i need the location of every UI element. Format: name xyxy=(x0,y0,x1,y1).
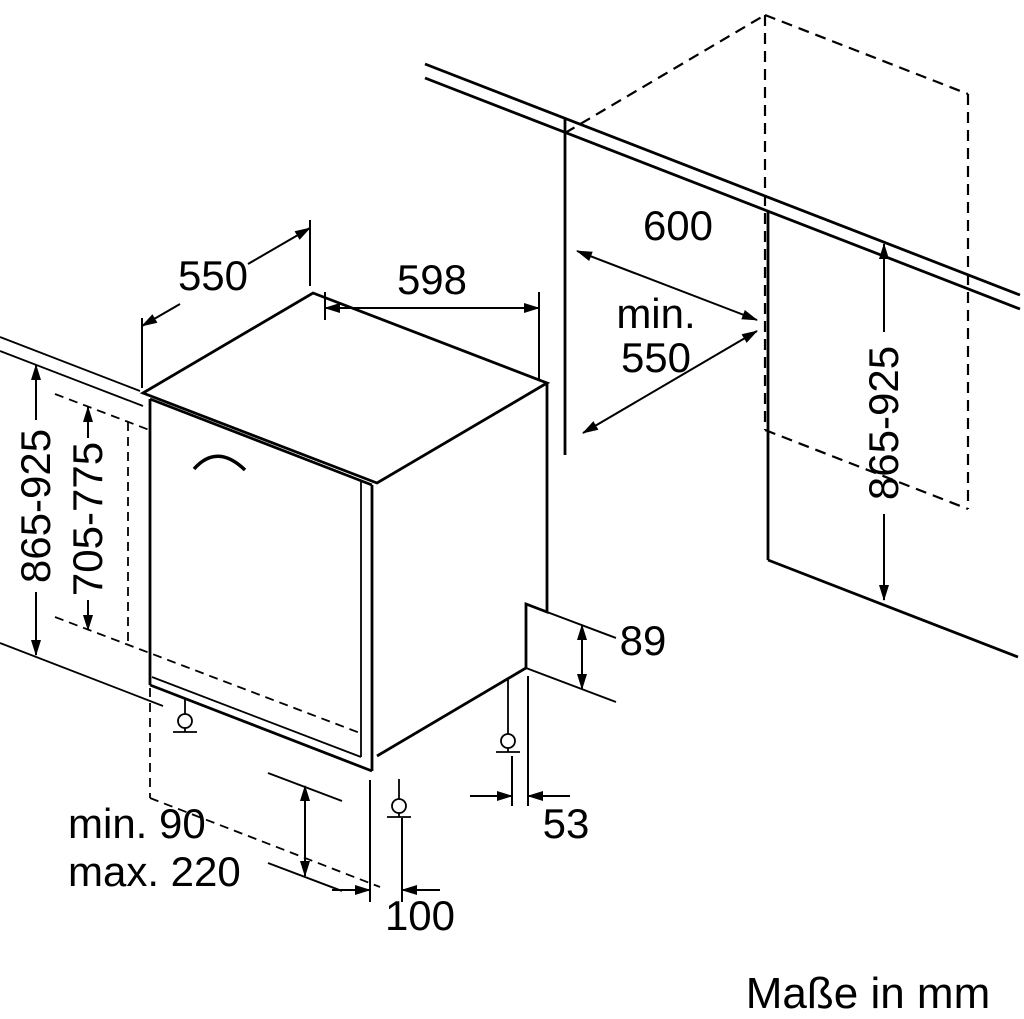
niche-dashed-box xyxy=(564,13,970,511)
label-plinth-max: max. 220 xyxy=(68,848,241,895)
dishwasher-body xyxy=(139,291,551,773)
dim-appliance-height: 865-925 xyxy=(12,364,59,656)
adjustable-feet xyxy=(173,679,520,818)
label-plinth-min: min. 90 xyxy=(68,800,206,847)
dim-appliance-width: 598 xyxy=(324,256,540,380)
label-niche-width: 600 xyxy=(643,202,713,249)
dim-niche-height: 865-925 xyxy=(860,243,907,601)
dim-niche-depth: min. 550 xyxy=(582,290,758,434)
label-niche-height: 865-925 xyxy=(860,346,907,500)
dim-front-panel-height: 705-775 xyxy=(64,406,111,631)
dim-rear-recess: 89 xyxy=(525,611,667,703)
dim-top-depth: 550 xyxy=(141,220,311,388)
label-rear-recess: 89 xyxy=(620,617,667,664)
label-front-foot-offset: 100 xyxy=(385,892,455,939)
units-note: Maße in mm xyxy=(746,969,990,1018)
front-right-foot xyxy=(387,779,411,818)
label-front-panel-height: 705-775 xyxy=(64,442,111,596)
dim-rear-foot-offset: 53 xyxy=(470,676,589,847)
counter-and-floor-lines xyxy=(0,62,1021,707)
dim-front-foot-offset: 100 xyxy=(332,780,455,939)
niche-solid-edges xyxy=(563,118,770,560)
label-rear-foot-offset: 53 xyxy=(543,800,590,847)
label-niche-depth-value: 550 xyxy=(621,334,691,381)
dim-plinth-height: min. 90 max. 220 xyxy=(68,772,343,895)
label-top-depth: 550 xyxy=(178,252,248,299)
plinth-dashed xyxy=(149,688,381,888)
dim-niche-width: 600 xyxy=(576,202,758,321)
label-appliance-width: 598 xyxy=(397,256,467,303)
side-panel-with-rear-recess xyxy=(376,383,549,758)
door-handle-recess xyxy=(192,454,247,472)
rear-right-foot xyxy=(496,679,520,753)
furniture-panel-dashed xyxy=(54,393,361,734)
label-appliance-height: 865-925 xyxy=(12,429,59,583)
label-niche-depth-min: min. xyxy=(616,290,695,337)
front-left-foot xyxy=(173,699,197,733)
